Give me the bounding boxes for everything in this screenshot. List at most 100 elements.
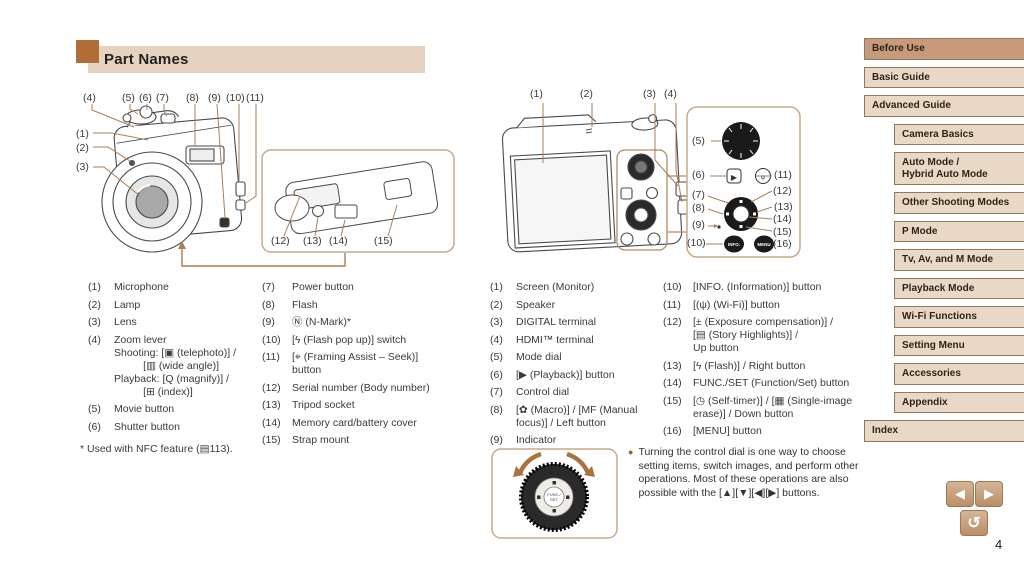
part-number: (14) [262,416,281,429]
sidebar-item-before-use[interactable]: Before Use [864,38,1024,60]
part-list-item: (5) Mode dial [490,351,668,364]
part-label: Lamp [114,298,141,311]
part-list-item: (3) DIGITAL terminal [490,316,668,329]
callout-front-1: (1) [76,128,89,140]
sidebar-item-label: Wi-Fi Functions [902,311,977,322]
part-number: (14) [663,377,682,390]
sidebar-item-auto-mode-hybrid-auto-mode[interactable]: Auto Mode / Hybrid Auto Mode [894,152,1024,185]
sidebar-item-index[interactable]: Index [864,420,1024,442]
callout-panel-10: (10) [687,237,706,249]
sidebar-item-wi-fi-functions[interactable]: Wi-Fi Functions [894,306,1024,328]
sidebar-item-label: Basic Guide [872,71,930,83]
sidebar-item-camera-basics[interactable]: Camera Basics [894,123,1024,145]
bottom-view-diagram [261,149,455,253]
part-number: (5) [88,403,101,416]
part-number: (9) [262,316,275,329]
back-leader-lines [542,103,683,203]
sidebar-item-accessories[interactable]: Accessories [894,363,1024,385]
info-button-icon: INFO. [728,242,740,247]
return-button[interactable]: ↺ [960,510,988,536]
sidebar-item-label: Index [872,425,899,436]
part-list-item: (7) Power button [262,281,460,294]
part-list-item: (1) Microphone [88,281,263,294]
callout-panel-9: (9) [692,219,705,231]
part-list-item: (4) HDMI™ terminal [490,334,668,347]
part-list-item: (13) Tripod socket [262,399,460,412]
part-number: (11) [663,298,681,311]
part-list-item: (9) Indicator [490,434,668,447]
callout-panel-12: (12) [773,185,792,197]
front-camera-diagram [101,105,246,253]
part-number: (2) [88,298,101,311]
part-number: (2) [490,298,503,311]
part-number: (16) [663,425,682,438]
callout-bottom-14: (14) [329,235,348,247]
page-number: 4 [995,537,1003,552]
part-number: (10) [663,281,682,293]
part-list-item: (10) [ϟ (Flash pop up)] switch [262,334,460,347]
part-label: Screen (Monitor) [516,281,595,293]
part-number: (8) [490,403,503,416]
next-page-button[interactable]: ▶ [975,481,1003,507]
part-list-item: (15) Strap mount [262,434,460,447]
front-parts-list-2: (7) Power button (8) Flash (9) Ⓝ (N-Mark… [262,281,460,452]
part-number: (11) [262,351,280,364]
back-parts-list-1: (1) Screen (Monitor) (2) Speaker (3) DIG… [490,281,668,452]
part-list-item: (15) [◷ (Self-timer)] / [▦ (Single-image… [663,395,868,421]
menu-button-icon: MENU [757,242,770,247]
part-label: [INFO. (Information)] button [693,281,822,293]
callout-back-1: (1) [530,88,543,100]
sidebar-item-tv-av-and-m-mode[interactable]: Tv, Av, and M Mode [894,249,1024,271]
part-list-item: (1) Screen (Monitor) [490,281,668,294]
prev-page-button[interactable]: ◀ [946,481,974,507]
part-label: Ⓝ (N-Mark)* [292,316,351,329]
bullet-icon: ● [628,447,634,457]
sidebar-item-label: Appendix [902,396,948,408]
part-number: (6) [88,420,101,433]
back-camera-diagram [501,114,696,253]
callout-bottom-13: (13) [303,235,322,247]
callout-front-2: (2) [76,142,89,154]
sidebar-item-appendix[interactable]: Appendix [894,391,1024,413]
part-number: (1) [490,281,503,293]
callout-panel-11: (11) [774,169,792,181]
part-list-item: (14) Memory card/battery cover [262,417,460,430]
sidebar-item-setting-menu[interactable]: Setting Menu [894,334,1024,356]
part-list-item: (16) [MENU] button [663,425,868,438]
sidebar-item-label: Setting Menu [902,339,965,351]
callout-front-3: (3) [76,161,89,173]
part-label: Flash [292,298,318,311]
sidebar-item-playback-mode[interactable]: Playback Mode [894,277,1024,299]
part-list-item: (14) FUNC./SET (Function/Set) button [663,377,868,390]
callout-bottom-15: (15) [374,235,393,247]
part-list-item: (11) [⌖ (Framing Assist – Seek)] button [262,351,460,377]
sidebar-item-label: Camera Basics [902,128,974,140]
sidebar-item-advanced-guide[interactable]: Advanced Guide [864,95,1024,117]
part-label: Indicator [516,434,557,447]
sidebar-item-p-mode[interactable]: P Mode [894,220,1024,242]
part-label: [ϟ (Flash)] / Right button [693,359,806,372]
nfc-footnote: * Used with NFC feature (▤113). [80,443,233,455]
part-number: (13) [663,359,682,372]
wifi-icon: ψ [761,175,765,181]
part-label: [◷ (Self-timer)] / [▦ (Single-image eras… [693,394,853,420]
callout-front-4: (4) [83,92,96,104]
sidebar-item-label: Accessories [902,368,961,379]
part-list-item: (7) Control dial [490,386,668,399]
callout-back-2: (2) [580,88,593,100]
part-label: [⌖ (Framing Assist – Seek)] button [292,351,419,377]
part-number: (5) [490,351,503,364]
callout-bottom-12: (12) [271,235,290,247]
part-label: Serial number (Body number) [292,381,430,394]
callout-panel-5: (5) [692,135,705,147]
part-number: (3) [490,316,503,329]
sidebar-item-basic-guide[interactable]: Basic Guide [864,66,1024,88]
part-list-item: (6) Shutter button [88,421,263,434]
rotate-arrows [517,451,591,474]
control-dial-note: ● Turning the control dial is one way to… [628,446,865,501]
part-number: (9) [490,434,503,447]
part-number: (7) [262,281,275,293]
sidebar-item-other-shooting-modes[interactable]: Other Shooting Modes [894,192,1024,214]
part-list-item: (2) Speaker [490,299,668,312]
